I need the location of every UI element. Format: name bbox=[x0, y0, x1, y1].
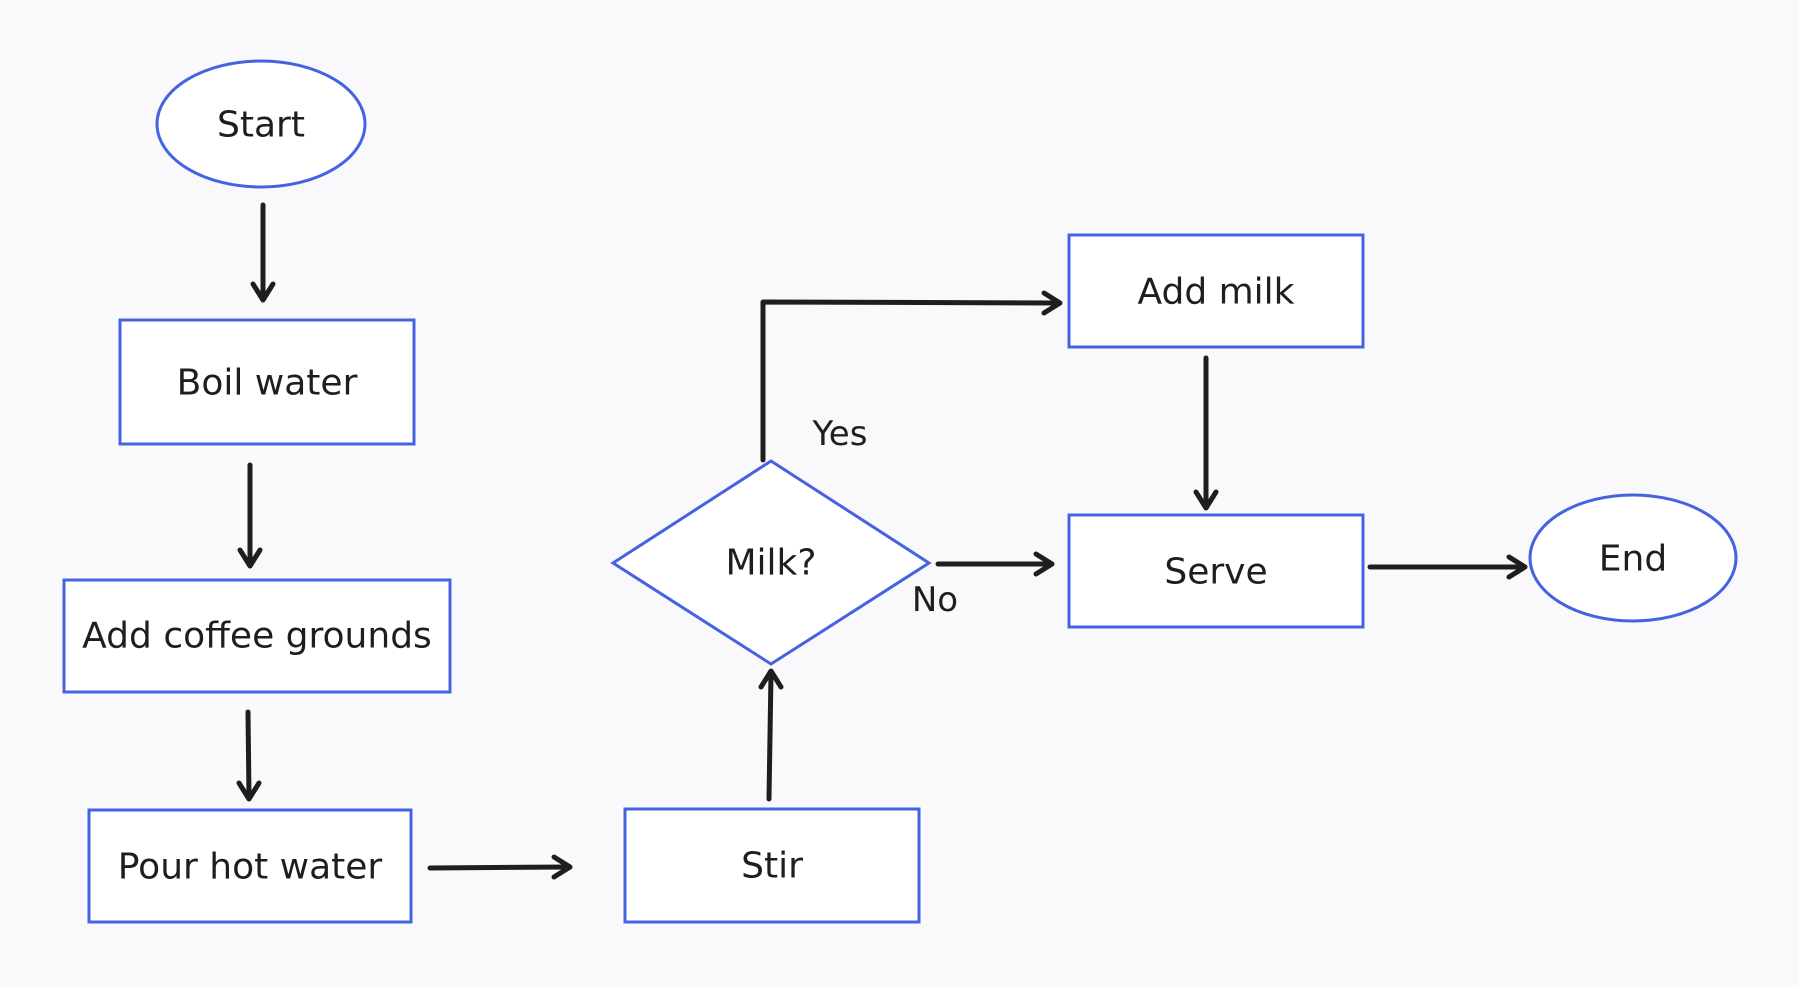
node-add-milk[interactable]: Add milk bbox=[1067, 233, 1365, 349]
node-end-label: End bbox=[1599, 539, 1667, 580]
edge-label-yes: Yes bbox=[812, 414, 868, 454]
node-milk-decision-label: Milk? bbox=[725, 543, 816, 584]
node-start-label: Start bbox=[217, 105, 305, 146]
edge-pour-to-stir bbox=[427, 854, 573, 880]
edge-boil-to-grounds bbox=[237, 462, 263, 569]
node-milk-decision[interactable]: Milk? bbox=[610, 459, 932, 666]
node-end[interactable]: End bbox=[1528, 493, 1738, 623]
node-boil-water[interactable]: Boil water bbox=[118, 318, 416, 446]
edge-stir-to-milk bbox=[758, 668, 784, 802]
node-boil-water-label: Boil water bbox=[177, 363, 358, 404]
edge-milk-to-serve bbox=[935, 551, 1055, 577]
node-serve[interactable]: Serve bbox=[1067, 513, 1365, 629]
node-pour-hot-water-label: Pour hot water bbox=[118, 847, 383, 888]
node-add-milk-label: Add milk bbox=[1137, 272, 1294, 313]
node-serve-label: Serve bbox=[1164, 552, 1267, 593]
node-start[interactable]: Start bbox=[155, 59, 367, 189]
node-stir-label: Stir bbox=[741, 846, 803, 887]
edge-label-no: No bbox=[912, 580, 958, 620]
node-add-coffee-grounds-label: Add coffee grounds bbox=[82, 616, 432, 657]
edge-milk-to-add-milk bbox=[760, 290, 1063, 463]
edge-add-milk-to-serve bbox=[1193, 355, 1219, 511]
edge-serve-to-end bbox=[1367, 554, 1528, 580]
edge-start-to-boil bbox=[250, 202, 276, 303]
node-stir[interactable]: Stir bbox=[623, 807, 921, 924]
node-pour-hot-water[interactable]: Pour hot water bbox=[87, 808, 413, 924]
edge-grounds-to-pour bbox=[236, 709, 262, 802]
node-add-coffee-grounds[interactable]: Add coffee grounds bbox=[62, 578, 452, 694]
